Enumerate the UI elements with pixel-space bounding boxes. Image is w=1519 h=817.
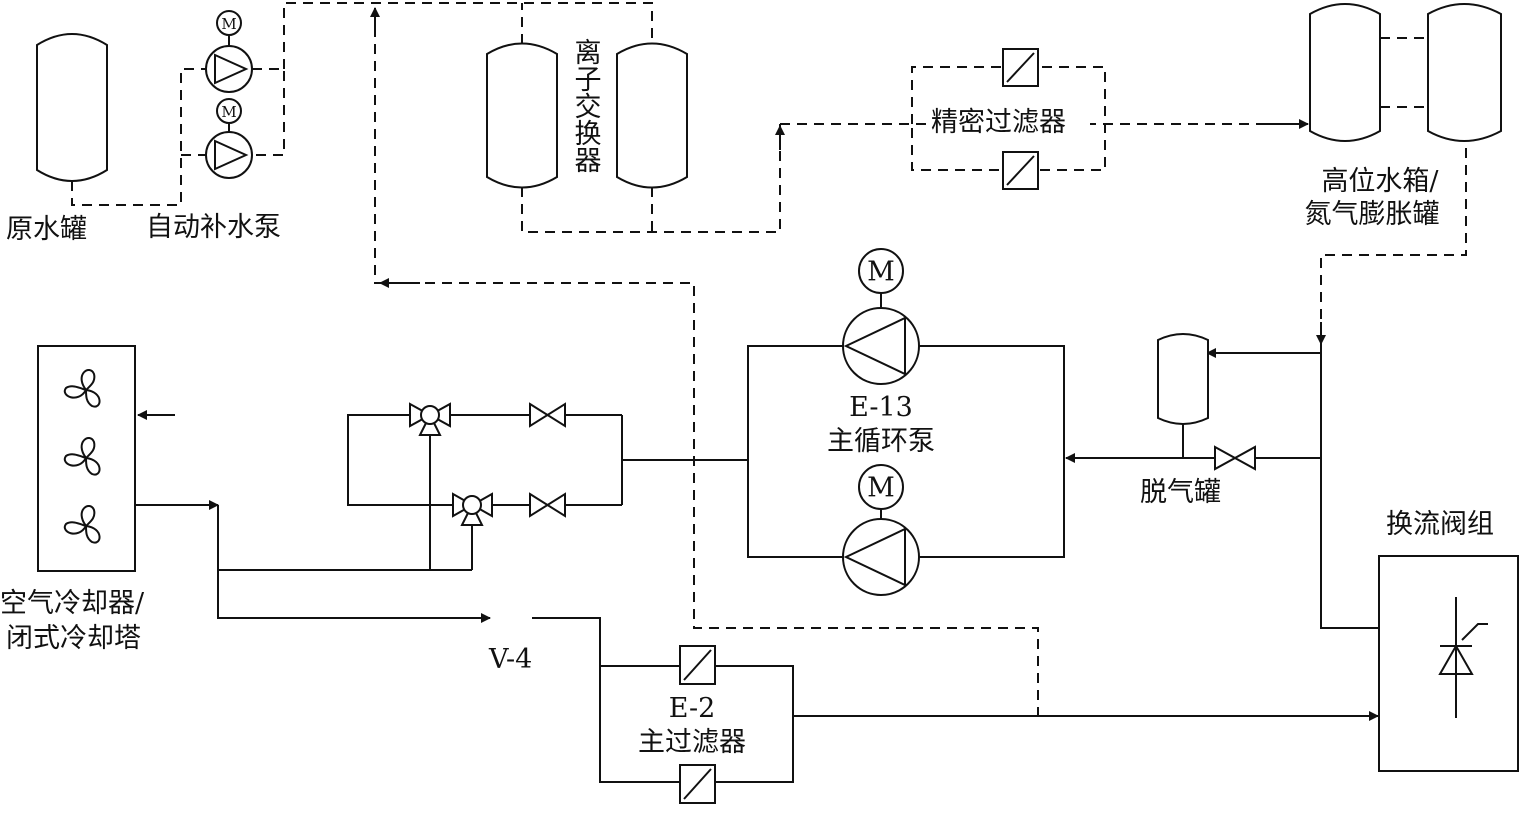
main-pump-id-label: E-13 — [849, 392, 913, 423]
filter-icon — [679, 764, 716, 804]
fine-filter-label-bg — [930, 104, 1090, 144]
filter-icon — [679, 645, 716, 685]
three-way-valve-icon — [409, 402, 451, 436]
filter-icon — [1002, 48, 1039, 87]
main-process-lines — [136, 344, 1379, 783]
gate-valve-icon — [529, 492, 566, 518]
nitrogen-expansion-tank — [1427, 3, 1502, 142]
fine-filter-label: 精密过滤器 — [931, 107, 1066, 138]
motor-icon: M — [216, 10, 242, 36]
main-filter-name-label: 主过滤器 — [638, 727, 746, 758]
main-pump-2 — [842, 518, 920, 596]
valve-group-label: 换流阀组 — [1386, 509, 1494, 540]
thyristor-icon — [1438, 597, 1488, 718]
makeup-pump-1 — [205, 45, 253, 93]
main-pump-1 — [842, 307, 920, 385]
main-filter-id-label: E-2 — [668, 693, 716, 724]
makeup-water-lines — [71, 2, 1467, 716]
raw-water-tank — [36, 33, 108, 182]
ion-exchanger-label: 离子交换器 — [574, 38, 602, 177]
svg-text:M: M — [867, 257, 895, 288]
raw-tank-label: 原水罐 — [6, 214, 87, 245]
ion-exchanger-tank-2 — [616, 42, 688, 189]
valve-v4-label: V-4 — [489, 644, 533, 675]
fan-icon — [63, 505, 101, 544]
three-way-valve-icon — [452, 492, 493, 526]
high-tank-label-1: 高位水箱/ — [1321, 166, 1439, 197]
gate-valve-icon — [1214, 445, 1256, 471]
high-tank-label-2: 氮气膨胀罐 — [1304, 199, 1440, 230]
makeup-pump-2 — [205, 131, 253, 179]
svg-text:M: M — [221, 103, 236, 121]
fan-icon — [63, 437, 101, 476]
degassing-tank — [1157, 333, 1209, 425]
makeup-pump-label: 自动补水泵 — [146, 212, 281, 243]
motor-icon: M — [216, 98, 242, 124]
cooler-label-1: 空气冷却器/ — [0, 588, 145, 619]
svg-text:M: M — [221, 15, 236, 33]
main-pump-name-label: 主循环泵 — [827, 426, 935, 457]
degas-tank-label: 脱气罐 — [1140, 477, 1221, 508]
ion-exchanger-tank-1 — [486, 42, 558, 189]
gate-valve-icon — [529, 402, 566, 428]
converter-valve-group — [1378, 555, 1519, 772]
motor-icon: M — [858, 464, 904, 510]
high-level-tank — [1309, 3, 1381, 142]
cooler-label-2: 闭式冷却塔 — [6, 623, 141, 654]
filter-icon — [1002, 151, 1039, 190]
fan-icon — [63, 369, 101, 408]
motor-icon: M — [858, 248, 904, 294]
svg-text:M: M — [867, 473, 895, 504]
